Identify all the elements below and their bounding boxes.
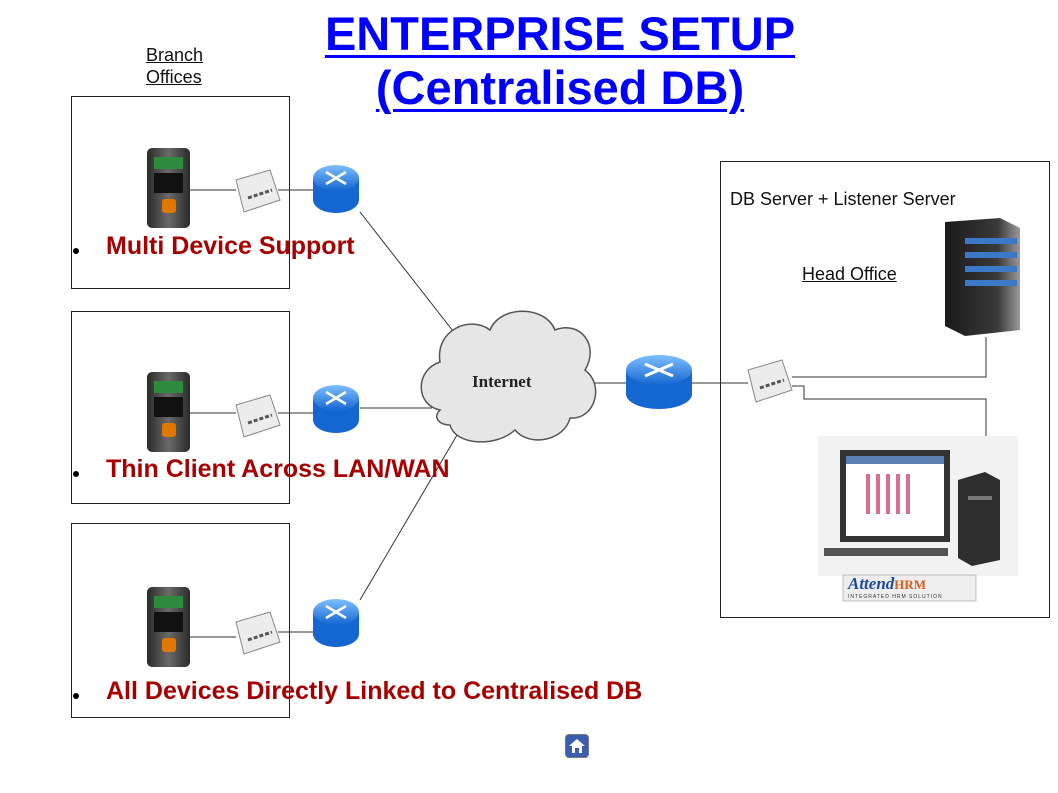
internet-cloud-icon bbox=[420, 310, 597, 443]
feature-item-3: All Devices Directly Linked to Centralis… bbox=[106, 677, 643, 705]
bullet-dot bbox=[73, 471, 79, 477]
head-office-label: Head Office bbox=[802, 264, 897, 284]
network-switch-icon bbox=[235, 394, 281, 438]
attendhrm-logo-text: AttendHRM INTEGRATED HRM SOLUTION bbox=[848, 574, 943, 601]
router-icon bbox=[313, 165, 359, 213]
head-office-box bbox=[720, 161, 1050, 618]
bullet-dot bbox=[73, 248, 79, 254]
internet-label: Internet bbox=[472, 372, 532, 391]
home-button[interactable] bbox=[565, 734, 589, 758]
attendhrm-logo bbox=[842, 574, 977, 602]
branch-offices-label: Branch Offices bbox=[146, 45, 204, 87]
branch-office-box-1 bbox=[71, 96, 290, 289]
branch-office-box-3 bbox=[71, 523, 290, 718]
page-title-line2: (Centralised DB) bbox=[375, 61, 745, 114]
feature-item-2: Thin Client Across LAN/WAN bbox=[106, 455, 450, 483]
biometric-terminal-icon bbox=[147, 587, 190, 667]
network-switch-icon bbox=[235, 611, 281, 655]
biometric-terminal-icon bbox=[147, 372, 190, 452]
home-icon bbox=[569, 739, 585, 753]
page-title-line1: ENTERPRISE SETUP bbox=[324, 7, 796, 60]
server-tower-icon bbox=[945, 218, 1020, 336]
bullet-dot bbox=[73, 693, 79, 699]
feature-item-1: Multi Device Support bbox=[106, 232, 355, 260]
biometric-terminal-icon bbox=[147, 148, 190, 228]
network-switch-icon bbox=[747, 359, 793, 403]
network-switch-icon bbox=[235, 169, 281, 213]
router-icon bbox=[313, 599, 359, 647]
router-icon bbox=[313, 385, 359, 433]
desktop-computer-icon bbox=[818, 436, 1018, 576]
router-icon bbox=[626, 355, 692, 409]
connection-lines bbox=[190, 189, 987, 638]
db-server-label: DB Server + Listener Server bbox=[730, 189, 956, 209]
branch-office-box-2 bbox=[71, 311, 290, 504]
